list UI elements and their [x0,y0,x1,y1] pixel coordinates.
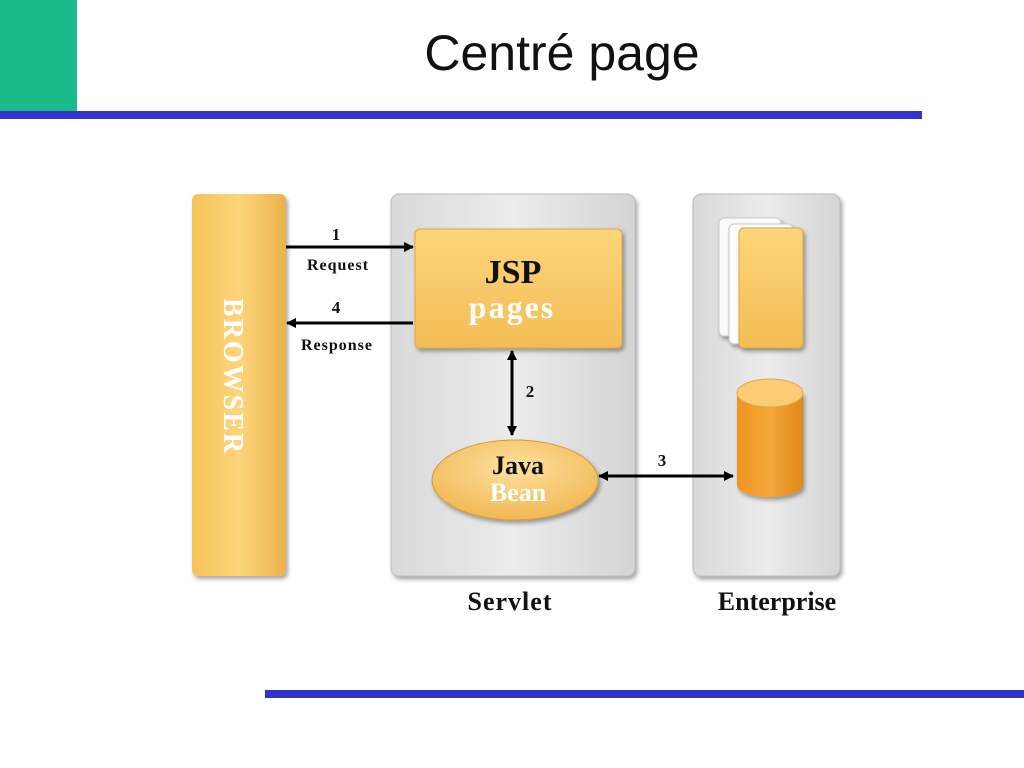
step-2-label: 2 [526,382,535,401]
jsp-title: JSP [485,254,542,291]
jsp-pages-component: JSP pages [414,228,623,349]
slide-title: Centré page [424,25,700,81]
servlet-label: Servlet [468,587,553,616]
browser-component: BROWSER [192,194,286,576]
browser-label: BROWSER [217,298,248,455]
footer-divider [265,690,1024,698]
bean-title: Java [492,451,544,480]
database-icon [736,378,804,497]
document-stack-icon [718,217,804,349]
jsp-bean-arrow: 2 [507,350,535,436]
response-arrow: 4 Response [286,298,413,354]
java-bean-component: Java Bean [431,439,599,521]
title-divider [0,111,922,119]
bean-subtitle: Bean [490,478,547,507]
bean-database-arrow: 3 [598,451,734,481]
response-label: Response [301,337,373,354]
jsp-subtitle: pages [469,289,555,325]
request-arrow: 1 Request [286,225,414,274]
step-4-label: 4 [332,298,341,317]
enterprise-label: Enterprise [718,587,836,616]
step-3-label: 3 [658,451,667,470]
accent-block [0,0,77,111]
step-1-label: 1 [332,225,341,244]
request-label: Request [307,257,369,274]
